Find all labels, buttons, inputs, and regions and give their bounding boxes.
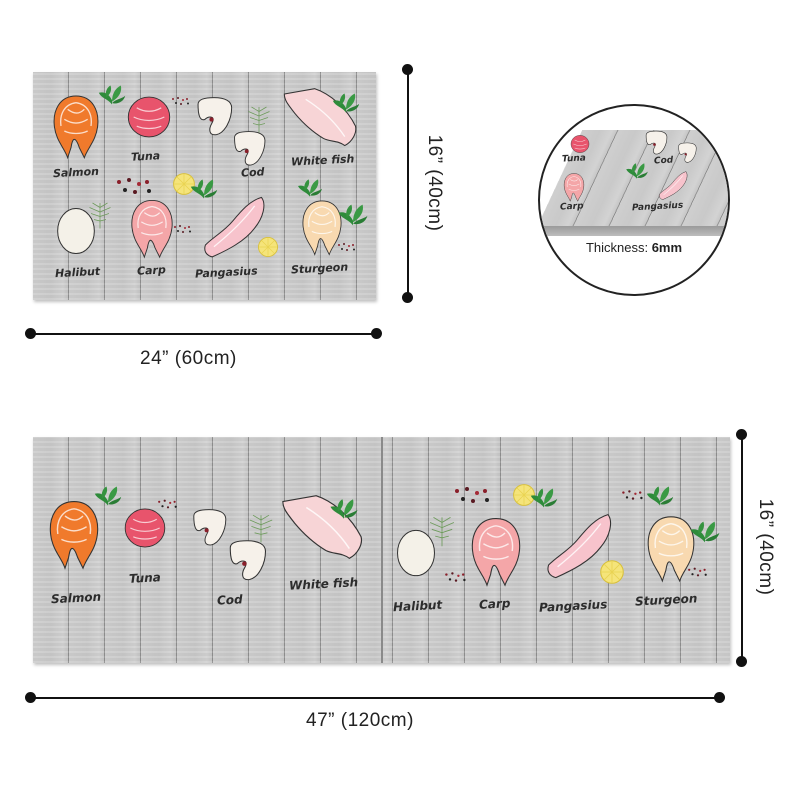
sturgeon-label: Sturgeon <box>634 591 698 609</box>
herb-icon <box>529 487 559 509</box>
white-fish-label: White fish <box>290 152 355 169</box>
peppercorn-icon <box>621 485 645 505</box>
circle-tuna-label: Tuna <box>561 153 587 165</box>
herb-icon <box>645 485 675 507</box>
cod-cutlet-icon <box>229 130 269 168</box>
peppercorn-icon <box>337 240 357 254</box>
halibut-label: Halibut <box>392 597 443 615</box>
large-height-label: 16” (40cm) <box>755 498 776 596</box>
halibut-label: Halibut <box>54 264 101 281</box>
cod-label: Cod <box>216 592 243 608</box>
tuna-label: Tuna <box>130 149 161 164</box>
herb-icon <box>331 92 361 114</box>
dimension-endpoint <box>402 292 413 303</box>
herb-icon <box>97 84 127 106</box>
peppercorn-icon <box>171 94 191 108</box>
dimension-endpoint <box>736 656 747 667</box>
circle-carp-label: Carp <box>559 201 584 213</box>
circle-cod-label: Cod <box>653 155 674 167</box>
peppercorn-icon <box>687 565 709 579</box>
small-width-label: 24” (60cm) <box>140 348 237 369</box>
tuna-steak-icon <box>562 134 598 154</box>
dill-icon <box>245 511 277 545</box>
thickness-value: 6mm <box>651 240 683 255</box>
dimension-endpoint <box>714 692 725 703</box>
carp-steak-icon <box>554 172 594 202</box>
pangasius-label: Pangasius <box>194 264 258 281</box>
mat-seam <box>381 437 383 663</box>
peppercorn-icon <box>157 497 179 511</box>
herb-icon <box>329 497 359 521</box>
small-width-dimension-line <box>30 333 380 335</box>
mat-thickness-edge <box>540 226 728 236</box>
thickness-label: Thickness: <box>585 240 652 255</box>
tuna-label: Tuna <box>128 570 162 586</box>
small-height-dimension-line <box>407 69 409 297</box>
white-fish-label: White fish <box>288 575 359 593</box>
pangasius-label: Pangasius <box>538 597 608 615</box>
dill-icon <box>243 104 275 134</box>
peppercorn-icon <box>443 571 469 583</box>
lemon-icon <box>599 559 625 585</box>
large-mat: Salmon Tuna Cod White fish Halibut Carp … <box>33 437 730 663</box>
cod-label: Cod <box>240 165 265 180</box>
tuna-steak-icon <box>125 94 173 140</box>
lemon-icon <box>257 236 279 258</box>
thickness-detail-circle: Tuna Cod Carp Pangasius Thickness: 6mm <box>538 104 730 296</box>
small-mat: Salmon Tuna Cod White fish Halibut Carp … <box>33 72 376 300</box>
small-height-label: 16” (40cm) <box>424 134 445 232</box>
large-height-dimension-line <box>741 434 743 662</box>
carp-label: Carp <box>136 263 167 278</box>
cod-cutlet-icon <box>670 142 704 164</box>
salmon-label: Salmon <box>50 589 102 607</box>
herb-icon <box>295 178 325 198</box>
peppercorn-icon <box>453 485 493 505</box>
peppercorn-icon <box>115 176 155 196</box>
peppercorn-icon <box>173 222 193 236</box>
pangasius-fillet-icon <box>644 170 704 202</box>
large-width-label: 47” (120cm) <box>306 710 414 731</box>
carp-label: Carp <box>478 596 511 612</box>
dimension-endpoint <box>371 328 382 339</box>
halibut-icon <box>55 206 97 256</box>
sturgeon-label: Sturgeon <box>290 260 349 277</box>
carp-steak-icon <box>469 511 523 591</box>
herb-icon <box>689 519 721 545</box>
herb-icon <box>93 485 123 507</box>
cod-cutlet-icon <box>189 499 229 557</box>
salmon-steak-icon <box>51 92 101 160</box>
herb-icon <box>337 202 369 228</box>
thickness-caption: Thickness: 6mm <box>540 240 728 255</box>
carp-steak-icon <box>129 196 175 260</box>
salmon-label: Salmon <box>52 164 100 181</box>
large-width-dimension-line <box>30 697 720 699</box>
halibut-icon <box>395 525 437 581</box>
